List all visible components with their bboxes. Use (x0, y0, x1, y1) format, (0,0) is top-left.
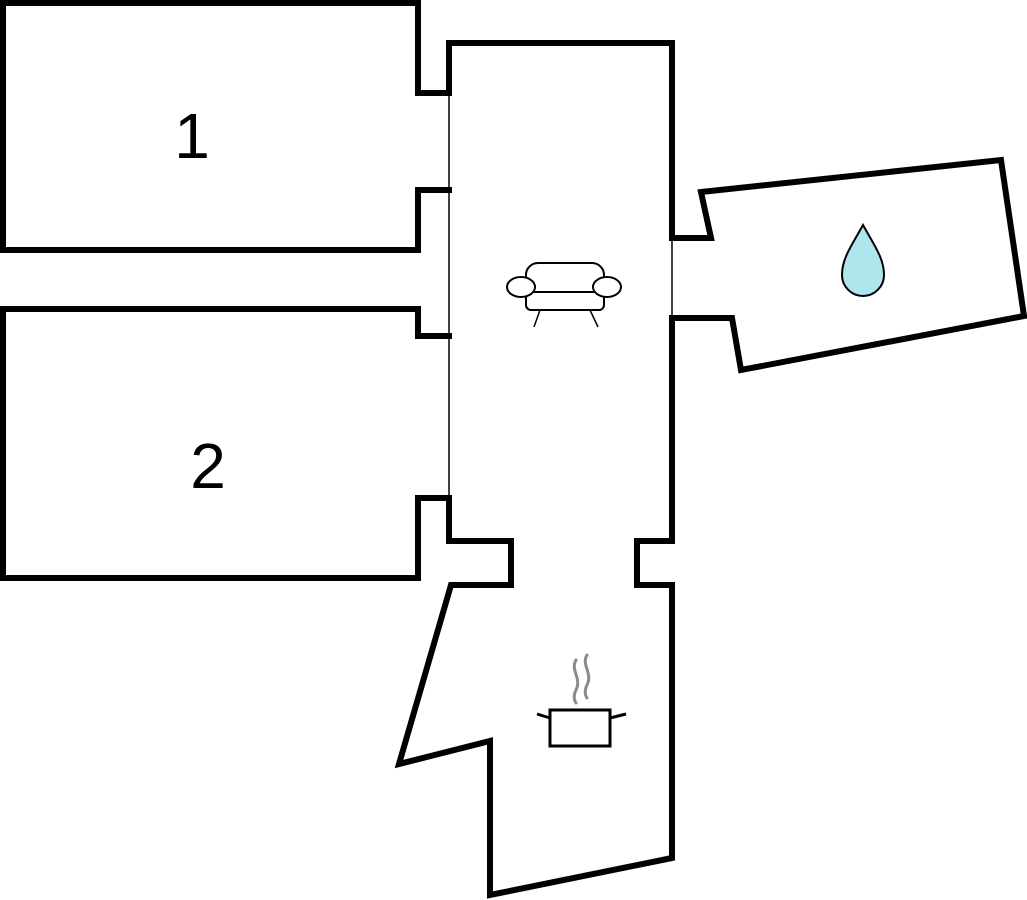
cooking-pot-icon (536, 653, 627, 748)
room-1: 1 (0, 0, 452, 253)
main-hall-walls (394, 40, 675, 899)
sofa-icon (506, 262, 622, 328)
room-2-label: 2 (190, 430, 226, 502)
water-drop-icon (840, 222, 886, 297)
room-1-label: 1 (174, 100, 210, 172)
bathroom (669, 156, 1027, 374)
room-1-walls (0, 0, 452, 253)
room-2-walls (0, 306, 452, 581)
living-room-kitchen (394, 40, 675, 899)
bathroom-walls (669, 156, 1027, 374)
room-2: 2 (0, 306, 452, 581)
